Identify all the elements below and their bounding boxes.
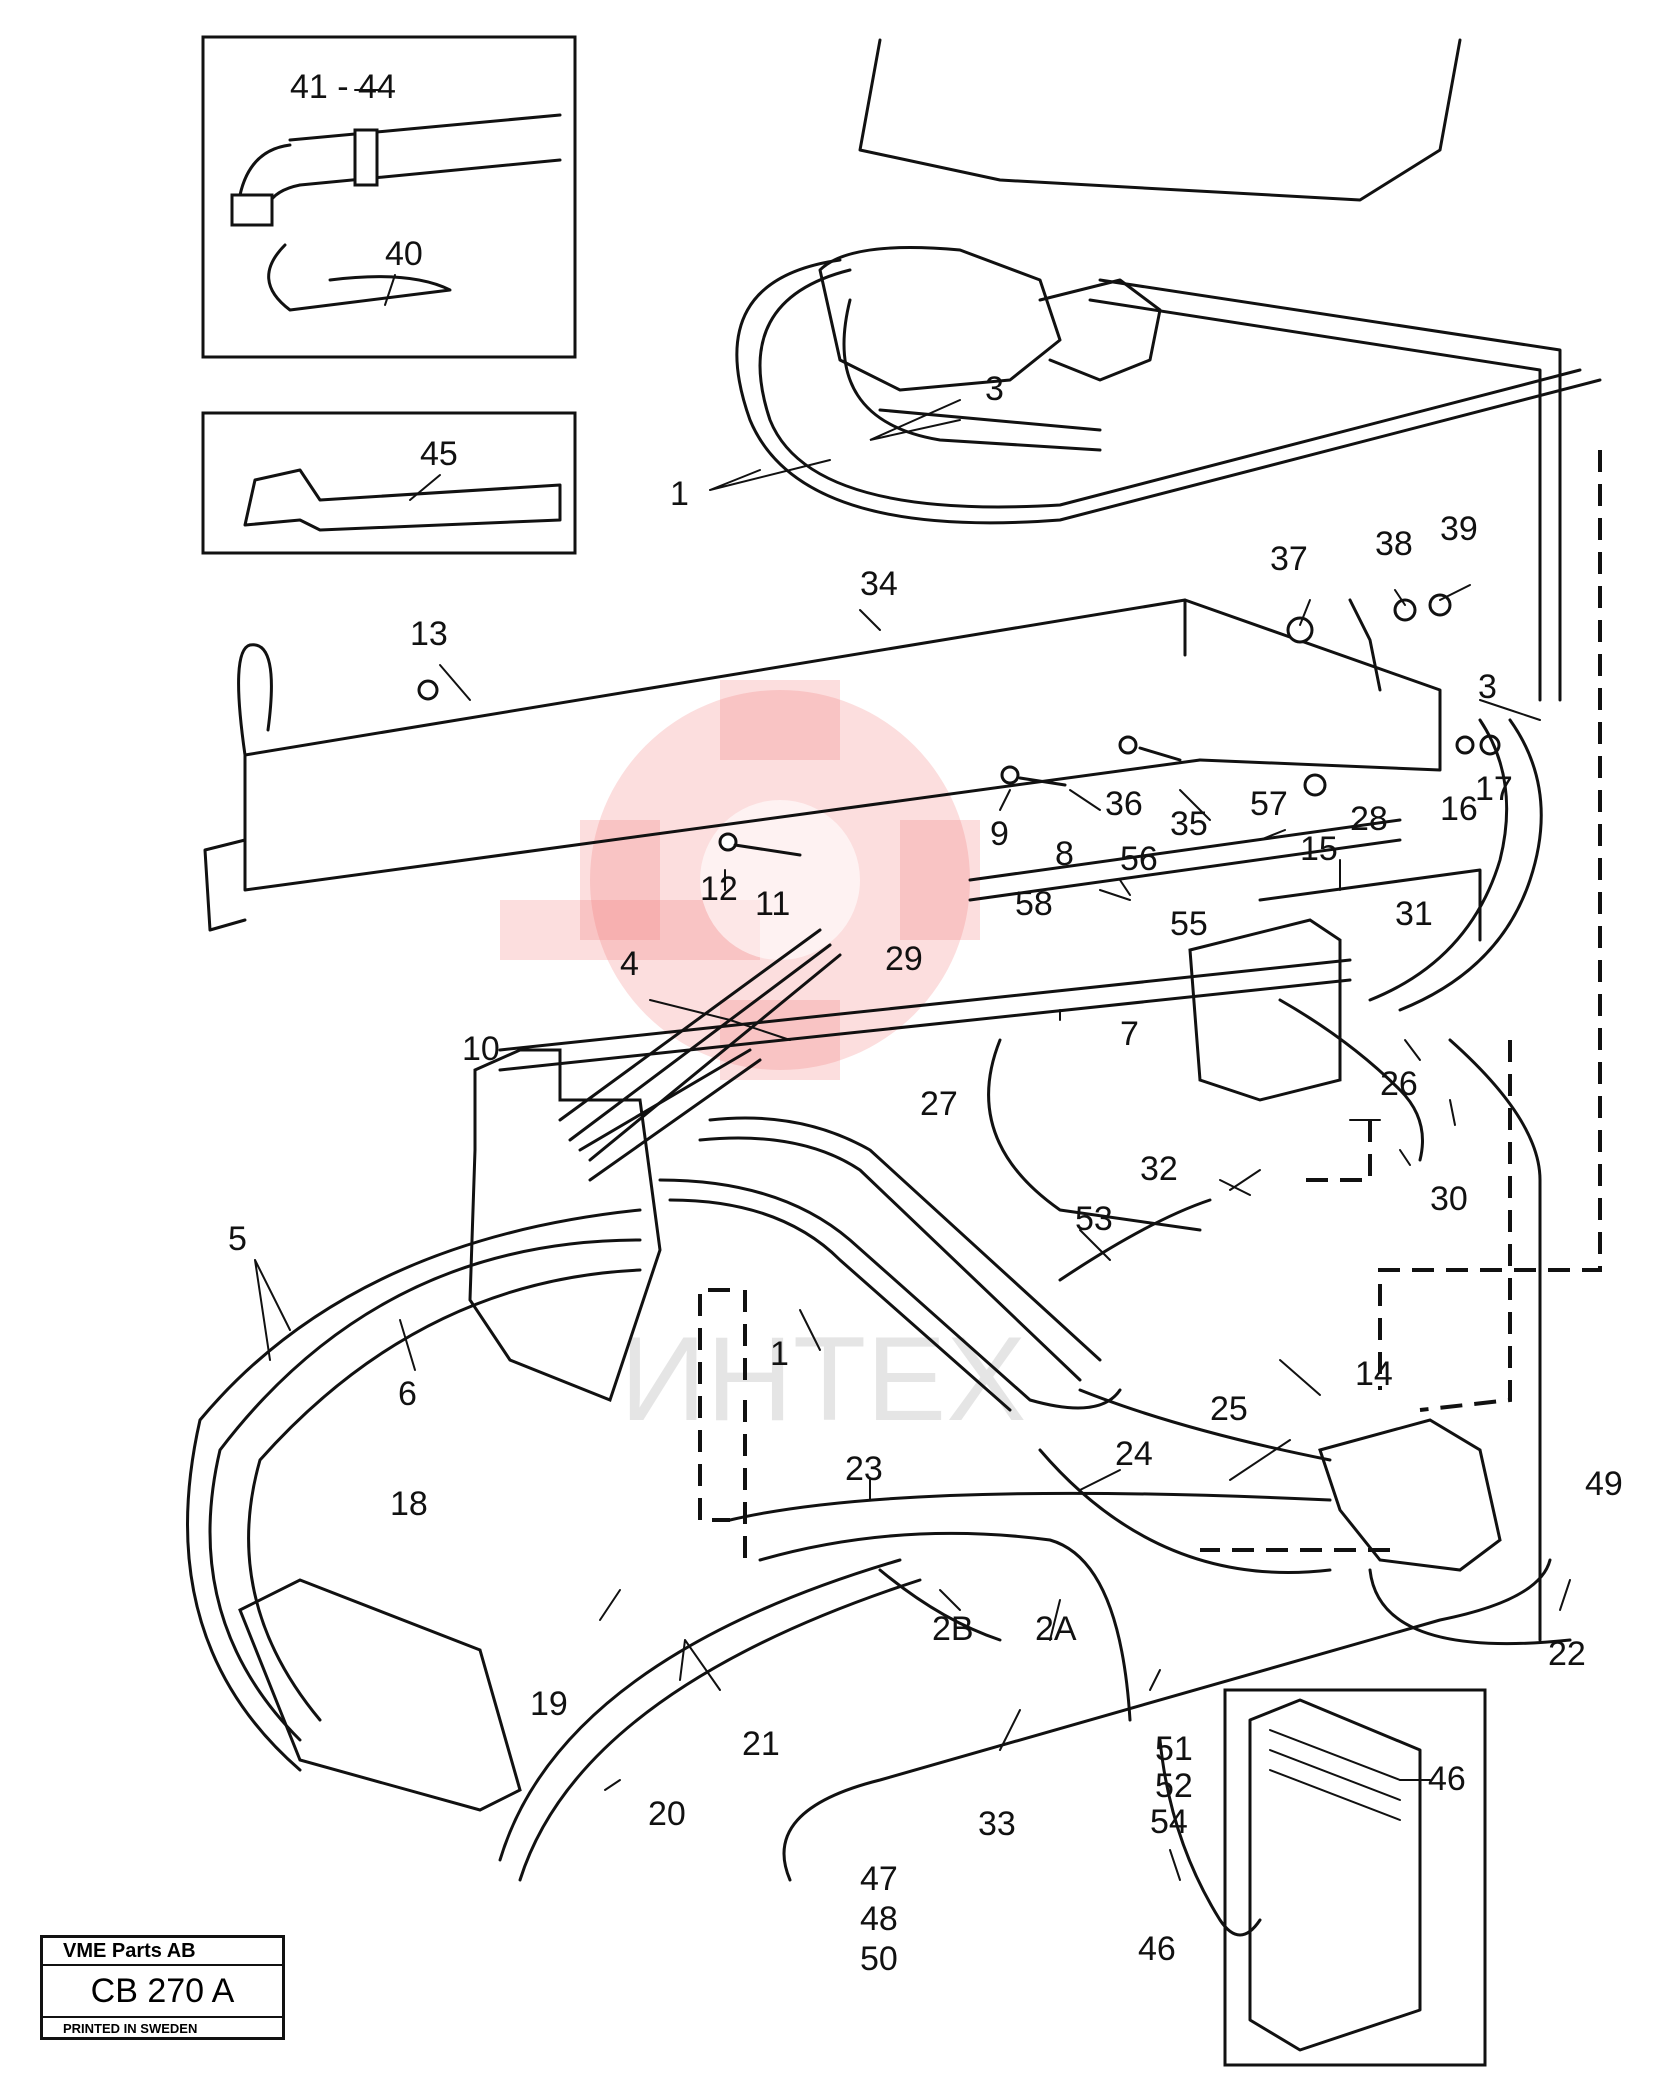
- label-28: 28: [1350, 800, 1388, 838]
- label-10: 10: [462, 1030, 500, 1068]
- label-46-cooler: 46: [1428, 1760, 1466, 1798]
- hose-runs: [186, 718, 1572, 1937]
- label-3-upper: 3: [985, 370, 1004, 408]
- frame-bracket: [203, 598, 1442, 932]
- cab-outline: [858, 38, 1462, 202]
- bolt-parts: [417, 593, 1501, 857]
- label-2B: 2B: [932, 1610, 974, 1648]
- oil-cooler-icon: [1248, 1698, 1422, 2052]
- oil-cooler-inset: [1223, 1688, 1487, 2067]
- label-52: 52: [1155, 1767, 1193, 1805]
- label-11: 11: [755, 885, 790, 923]
- label-19: 19: [530, 1685, 568, 1723]
- label-38: 38: [1375, 525, 1413, 563]
- control-valve-14: [1318, 1418, 1502, 1572]
- label-37: 37: [1270, 540, 1308, 578]
- label-34: 34: [860, 565, 898, 603]
- drawing-code: CB 270 A: [43, 1966, 282, 2018]
- printed-in: PRINTED IN SWEDEN: [63, 2021, 198, 2036]
- label-5: 5: [228, 1220, 247, 1258]
- label-51: 51: [1155, 1730, 1193, 1768]
- label-20: 20: [648, 1795, 686, 1833]
- watermark-text: ИНТЕХ: [620, 1312, 1026, 1446]
- label-36: 36: [1105, 785, 1143, 823]
- label-46-hose: 46: [1138, 1930, 1176, 1968]
- dashed-lines: [698, 450, 1602, 1560]
- pump-assembly-icon: [818, 246, 1162, 392]
- label-55: 55: [1170, 905, 1208, 943]
- label-1-upper: 1: [670, 475, 689, 513]
- label-15: 15: [1300, 830, 1338, 868]
- label-33: 33: [978, 1805, 1016, 1843]
- valve-7: [1188, 918, 1342, 1102]
- label-58: 58: [1015, 885, 1053, 923]
- title-block: VME Parts AB CB 270 A PRINTED IN SWEDEN: [40, 1935, 285, 2040]
- label-50: 50: [860, 1940, 898, 1978]
- hose-fitting-icon: [230, 113, 562, 312]
- label-27: 27: [920, 1085, 958, 1123]
- label-56: 56: [1120, 840, 1158, 878]
- label-7: 7: [1120, 1015, 1139, 1053]
- label-41-44: 41 - 44: [290, 68, 396, 106]
- label-16: 16: [1440, 790, 1478, 828]
- label-12: 12: [700, 870, 738, 908]
- label-2A: 2A: [1035, 1610, 1077, 1648]
- label-9: 9: [990, 815, 1009, 853]
- label-22: 22: [1548, 1635, 1586, 1673]
- label-39: 39: [1440, 510, 1478, 548]
- label-23: 23: [845, 1450, 883, 1488]
- label-25: 25: [1210, 1390, 1248, 1428]
- label-29: 29: [885, 940, 923, 978]
- label-54: 54: [1150, 1803, 1188, 1841]
- company-name: VME Parts AB: [43, 1938, 282, 1966]
- label-4: 4: [620, 945, 639, 983]
- label-49: 49: [1585, 1465, 1623, 1503]
- inset-box-clip: [201, 411, 577, 555]
- label-53: 53: [1075, 1200, 1113, 1238]
- label-57: 57: [1250, 785, 1288, 823]
- label-8: 8: [1055, 835, 1074, 873]
- label-31: 31: [1395, 895, 1433, 933]
- label-48: 48: [860, 1900, 898, 1938]
- label-18: 18: [390, 1485, 428, 1523]
- label-30: 30: [1430, 1180, 1468, 1218]
- label-13: 13: [410, 615, 448, 653]
- label-1-lower: 1: [770, 1335, 789, 1373]
- label-26: 26: [1380, 1065, 1418, 1103]
- hose-1-upper: [735, 258, 1602, 525]
- label-35: 35: [1170, 805, 1208, 843]
- label-6: 6: [398, 1375, 417, 1413]
- label-45: 45: [420, 435, 458, 473]
- watermark-gear-icon: [500, 680, 980, 1080]
- component-18: [238, 1578, 522, 1812]
- label-14: 14: [1355, 1355, 1393, 1393]
- label-40: 40: [385, 235, 423, 273]
- label-21: 21: [742, 1725, 780, 1763]
- label-3-right: 3: [1478, 668, 1497, 706]
- label-47: 47: [860, 1860, 898, 1898]
- label-17: 17: [1475, 770, 1513, 808]
- clip-bracket-icon: [243, 468, 562, 532]
- label-24: 24: [1115, 1435, 1153, 1473]
- label-32: 32: [1140, 1150, 1178, 1188]
- valve-block-10: [468, 1048, 662, 1402]
